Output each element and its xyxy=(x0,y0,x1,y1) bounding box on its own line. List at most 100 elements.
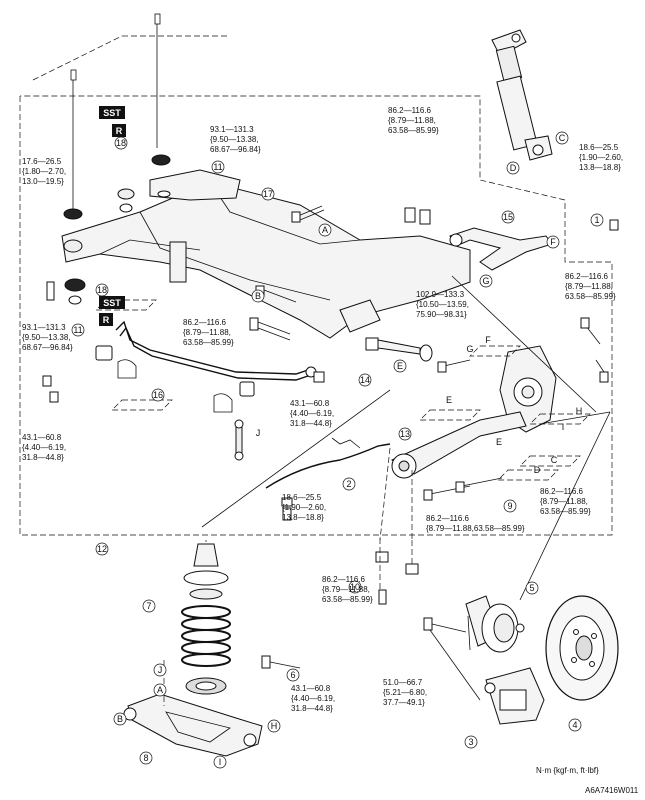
trailing-arm xyxy=(390,411,527,479)
svg-text:86.2—116.6: 86.2—116.6 xyxy=(388,106,432,115)
torque-spec-3: 86.2—116.6 {8.79—11.88, 63.58—85.99} xyxy=(388,106,439,135)
svg-text:18.6—25.5: 18.6—25.5 xyxy=(282,493,322,502)
letter-F-2: F xyxy=(485,335,491,345)
svg-text:1: 1 xyxy=(594,215,599,225)
svg-text:37.7—49.1}: 37.7—49.1} xyxy=(383,698,425,707)
svg-text:8: 8 xyxy=(143,753,148,763)
svg-text:11: 11 xyxy=(73,325,82,335)
svg-text:4: 4 xyxy=(572,720,577,730)
callout-10: 10 xyxy=(348,580,362,594)
callout-7: 7 xyxy=(142,599,156,613)
svg-text:G: G xyxy=(482,276,489,286)
letter-H-2: H xyxy=(576,406,583,416)
svg-text:86.2—116.6: 86.2—116.6 xyxy=(565,272,609,281)
svg-text:C: C xyxy=(551,455,558,465)
rear-knuckle xyxy=(499,345,557,433)
svg-text:63.58—85.99}: 63.58—85.99} xyxy=(540,507,591,516)
coil-spring-set xyxy=(181,543,231,695)
axis-lines xyxy=(70,13,161,210)
svg-text:E: E xyxy=(397,361,403,371)
svg-text:13.0—19.5}: 13.0—19.5} xyxy=(22,177,64,186)
svg-text:63.58—85.99}: 63.58—85.99} xyxy=(322,595,373,604)
svg-text:E: E xyxy=(496,437,502,447)
callout-15: 15 xyxy=(501,210,515,224)
svg-text:{8.79—11.88,: {8.79—11.88, xyxy=(565,282,613,291)
svg-text:18.6—25.5: 18.6—25.5 xyxy=(579,143,619,152)
svg-text:86.2—116.6: 86.2—116.6 xyxy=(183,318,227,327)
svg-text:SST: SST xyxy=(103,108,121,118)
svg-text:J: J xyxy=(256,428,261,438)
assembly-outline xyxy=(19,35,613,536)
callout-2: 2 xyxy=(342,477,356,491)
svg-text:13.8—18.8}: 13.8—18.8} xyxy=(579,163,621,172)
letter-F-1: F xyxy=(546,235,560,249)
letter-E-3: E xyxy=(496,437,502,447)
callout-17: 17 xyxy=(261,187,275,201)
svg-text:{8.79—11.88,: {8.79—11.88, xyxy=(183,328,231,337)
lateral-link xyxy=(365,337,433,362)
svg-text:{8.79—11.88,: {8.79—11.88, xyxy=(540,497,588,506)
svg-text:11: 11 xyxy=(213,162,222,172)
torque-spec-9: 43.1—60.8 {4.40—6.19, 31.8—44.8} xyxy=(22,433,66,462)
svg-text:A: A xyxy=(322,225,328,235)
svg-text:B: B xyxy=(117,714,123,724)
bolts xyxy=(42,205,619,669)
letter-A-1: A xyxy=(318,223,332,237)
callout-16: 16 xyxy=(151,388,165,402)
svg-text:102.9—133.3: 102.9—133.3 xyxy=(416,290,465,299)
torque-spec-14: 86.2—116.6 {8.79—11.88, 63.58—85.99} xyxy=(322,575,373,604)
svg-text:93.1—131.3: 93.1—131.3 xyxy=(22,323,66,332)
svg-text:63.58—85.99}: 63.58—85.99} xyxy=(183,338,234,347)
svg-text:51.0—66.7: 51.0—66.7 xyxy=(383,678,423,687)
letter-callouts: A B C D E F G G F E H I J E D C A B H I … xyxy=(113,131,583,769)
upper-arm xyxy=(449,227,553,271)
svg-text:E: E xyxy=(446,395,452,405)
letter-B-1: B xyxy=(251,289,265,303)
callout-1: 1 xyxy=(590,213,604,227)
svg-text:{8.79—11.88,: {8.79—11.88, xyxy=(388,116,436,125)
svg-text:31.8—44.8}: 31.8—44.8} xyxy=(290,419,332,428)
lower-arm xyxy=(123,693,263,757)
svg-text:7: 7 xyxy=(146,601,151,611)
svg-text:2: 2 xyxy=(346,479,351,489)
letter-E-2: E xyxy=(446,395,452,405)
svg-text:{1.90—2.60,: {1.90—2.60, xyxy=(282,503,326,512)
svg-text:{9.50—13.38,: {9.50—13.38, xyxy=(210,135,258,144)
svg-text:R: R xyxy=(103,315,110,325)
letter-A-4: A xyxy=(153,683,167,697)
svg-text:14: 14 xyxy=(360,375,370,385)
svg-text:63.58—85.99}: 63.58—85.99} xyxy=(388,126,439,135)
svg-text:H: H xyxy=(271,721,278,731)
svg-text:43.1—60.8: 43.1—60.8 xyxy=(291,684,331,693)
letter-D-3: D xyxy=(534,465,541,475)
callout-18-bottom: 18 xyxy=(95,283,109,297)
r-badge-top: R xyxy=(112,124,126,137)
torque-spec-16: 43.1—60.8 {4.40—6.19, 31.8—44.8} xyxy=(291,684,335,713)
callout-12: 12 xyxy=(95,542,109,556)
callout-11-top: 11 xyxy=(211,160,225,174)
svg-text:6: 6 xyxy=(290,670,295,680)
leader-lines xyxy=(163,275,611,706)
svg-text:12: 12 xyxy=(97,544,107,554)
callout-18-top: 18 xyxy=(114,136,128,150)
letter-D-1: D xyxy=(506,161,520,175)
svg-text:9: 9 xyxy=(507,501,512,511)
torque-spec-10: 43.1—60.8 {4.40—6.19, 31.8—44.8} xyxy=(290,399,334,428)
torque-spec-8: 86.2—116.6 {8.79—11.88, 63.58—85.99} xyxy=(183,318,234,347)
torque-spec-4: 18.6—25.5 {1.90—2.60, 13.8—18.8} xyxy=(579,143,623,172)
letter-C-1: C xyxy=(555,131,569,145)
svg-text:I: I xyxy=(562,422,565,432)
part-callouts: 1 2 3 4 5 6 7 8 9 10 11 11 12 13 14 15 1… xyxy=(71,136,604,765)
shock-absorber xyxy=(491,29,553,161)
letter-G-1: G xyxy=(479,274,493,288)
brake-caliper xyxy=(484,667,545,725)
svg-text:15: 15 xyxy=(503,212,513,222)
svg-text:{10.50—13.59,: {10.50—13.59, xyxy=(416,300,469,309)
svg-text:17.6—26.5: 17.6—26.5 xyxy=(22,157,62,166)
figure-code: A6A7416W011 xyxy=(585,786,639,795)
svg-text:{5.21—6.80,: {5.21—6.80, xyxy=(383,688,427,697)
svg-text:86.2—116.6: 86.2—116.6 xyxy=(426,514,470,523)
callout-8: 8 xyxy=(139,751,153,765)
callout-5: 5 xyxy=(525,581,539,595)
letter-H-4: H xyxy=(267,719,281,733)
